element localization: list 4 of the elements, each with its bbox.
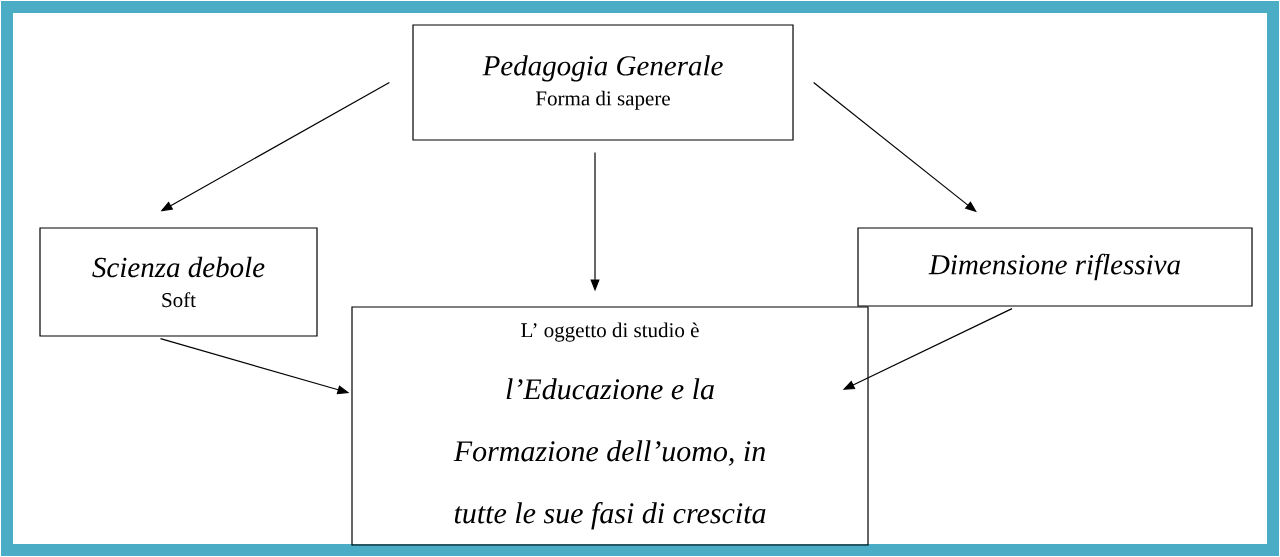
concept-box: Dimensione riflessiva [857, 227, 1253, 307]
concept-box: Scienza debole Soft [39, 227, 318, 337]
concept-box: Pedagogia Generale Forma di sapere [412, 24, 794, 141]
concept-box: L’ oggetto di studio è l’Educazione e la Formazione dell’uomo, in tutte le sue fasi di crescita [351, 306, 869, 546]
